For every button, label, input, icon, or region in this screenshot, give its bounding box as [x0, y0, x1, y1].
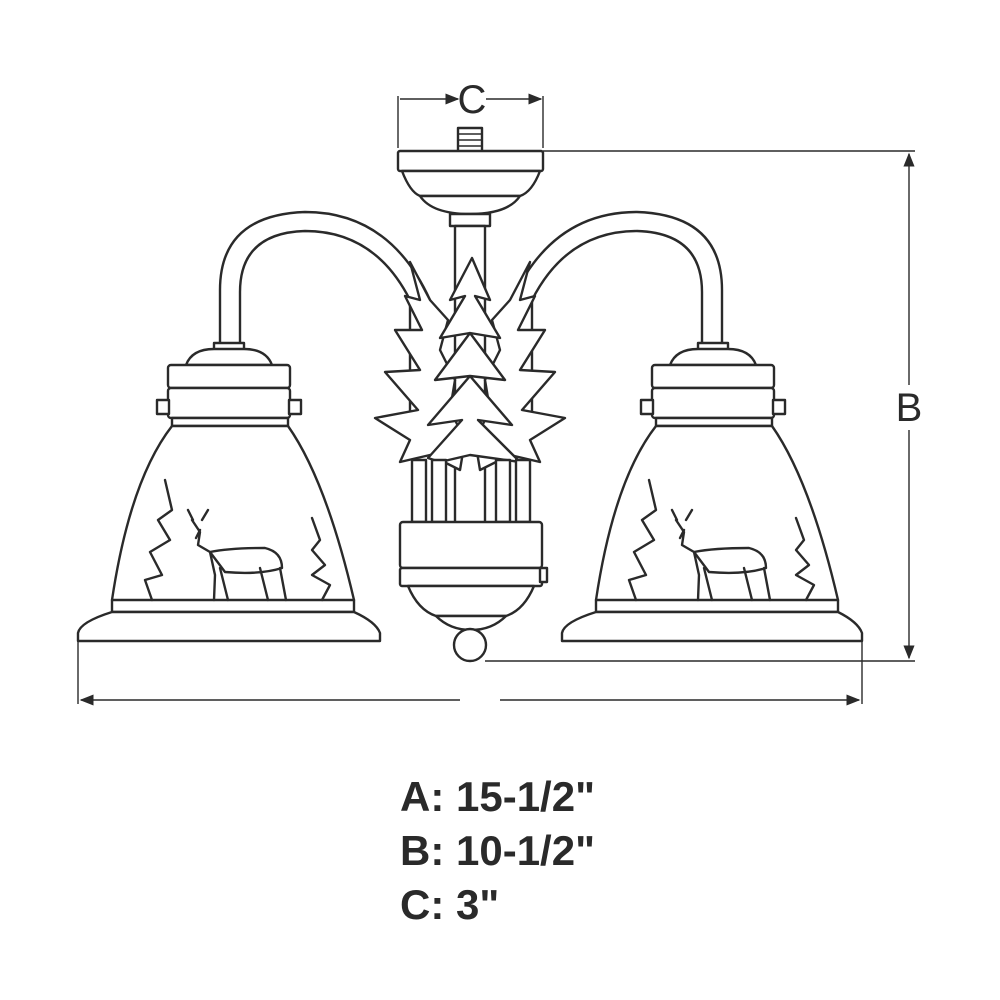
spec-b-value: 10-1/2" — [456, 827, 596, 874]
dimension-a — [77, 640, 863, 706]
dimension-specs: A: 15-1/2" B: 10-1/2" C: 3" — [400, 770, 720, 932]
center-body — [398, 520, 549, 663]
dimension-c: C — [397, 78, 544, 148]
dimension-b-label: B — [896, 386, 923, 430]
left-lamp-shade — [76, 341, 382, 643]
spec-a: A: 15-1/2" — [400, 770, 720, 824]
spec-a-label: A: — [400, 773, 445, 820]
right-lamp-shade — [560, 341, 864, 643]
ceiling-canopy — [396, 126, 545, 216]
spec-b-label: B: — [400, 827, 445, 874]
pine-tree-cluster — [373, 256, 567, 524]
fixture-arms — [218, 210, 724, 422]
spec-c-value: 3" — [456, 881, 500, 928]
spec-a-value: 15-1/2" — [456, 773, 596, 820]
dimension-c-label: C — [458, 78, 487, 122]
dimension-b: B — [485, 150, 923, 662]
spec-c-label: C: — [400, 881, 445, 928]
spec-c: C: 3" — [400, 878, 720, 932]
spec-b: B: 10-1/2" — [400, 824, 720, 878]
